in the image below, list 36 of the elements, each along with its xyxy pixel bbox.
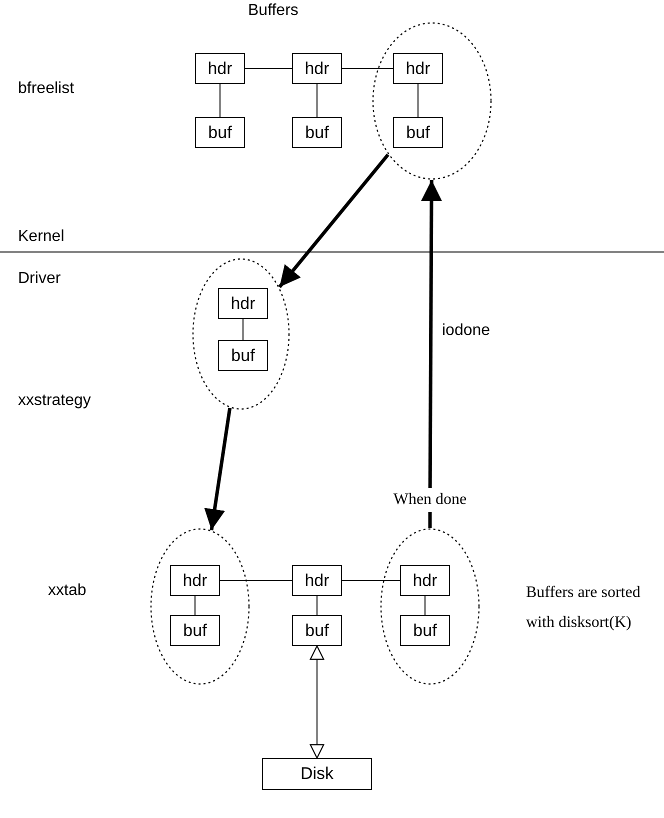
block-box: buf	[400, 615, 450, 646]
block-box: hdr	[292, 53, 342, 84]
block-box: hdr	[393, 53, 443, 84]
arrow	[278, 154, 390, 288]
block-box: buf	[170, 615, 220, 646]
heading: Buffers	[248, 2, 298, 20]
label-text: xxtab	[48, 582, 86, 600]
block-box: buf	[218, 340, 268, 371]
block-box: hdr	[195, 53, 245, 84]
connector-line	[220, 580, 292, 581]
block-box: buf	[393, 117, 443, 148]
connector-line	[424, 596, 426, 616]
block-box: buf	[292, 615, 342, 646]
block-box: hdr	[292, 565, 342, 596]
label-text: xxstrategy	[18, 392, 91, 410]
label-text: Driver	[18, 270, 61, 288]
block-box: hdr	[400, 565, 450, 596]
connector-line	[316, 596, 318, 616]
block-box: buf	[292, 117, 342, 148]
connector-line	[342, 68, 394, 69]
note-text: Buffers are sorted with disksort(K)	[526, 583, 642, 633]
connector-line	[316, 84, 318, 118]
connector-line	[244, 68, 292, 69]
double-arrow	[310, 645, 324, 759]
block-box: Disk	[262, 758, 372, 790]
arrow	[421, 180, 442, 488]
connector-line	[194, 596, 196, 616]
arrow	[204, 408, 232, 530]
connector-line	[242, 318, 244, 340]
connector-line	[428, 512, 432, 528]
block-box: hdr	[218, 288, 268, 319]
label-text: Kernel	[18, 228, 64, 246]
connector-line	[342, 580, 400, 581]
block-box: hdr	[170, 565, 220, 596]
block-box: buf	[195, 117, 245, 148]
label-text: bfreelist	[18, 80, 74, 98]
